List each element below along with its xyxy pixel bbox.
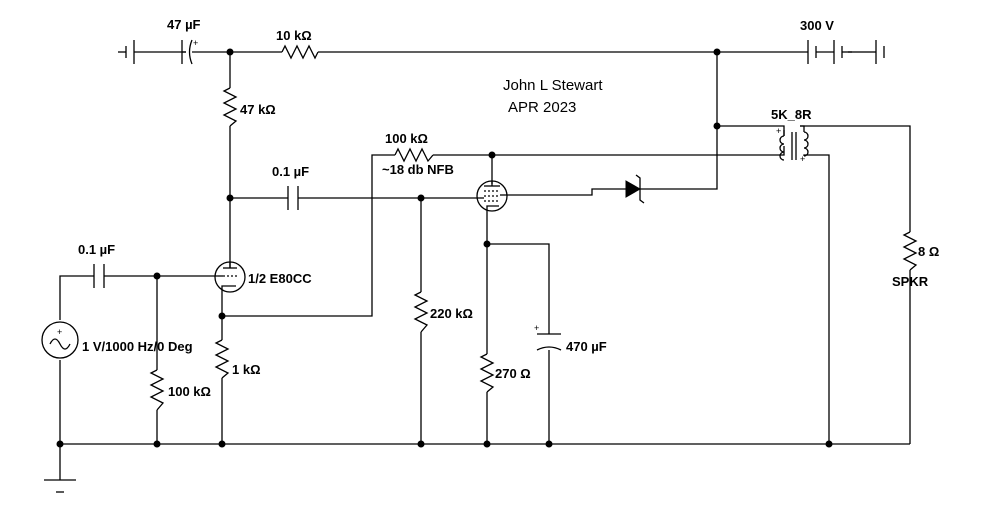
battery-300v (807, 40, 885, 64)
svg-text:+: + (534, 323, 539, 333)
junctions (56, 48, 833, 448)
label-resistor-1k: 1 kΩ (232, 362, 261, 377)
label-capacitor-supply: 47 µF (167, 17, 201, 32)
label-capacitor-coupling: 0.1 µF (272, 164, 309, 179)
junction (417, 194, 425, 202)
label-speaker: SPKR (892, 274, 929, 289)
label-tube-1: 1/2 E80CC (248, 271, 312, 286)
resistor-speaker (902, 231, 918, 271)
label-resistor-47k: 47 kΩ (240, 102, 276, 117)
battery-left (118, 40, 135, 64)
svg-text:+: + (800, 154, 805, 164)
label-transformer: 5K_8R (771, 107, 812, 122)
junction (488, 151, 496, 159)
resistor-270 (479, 353, 495, 393)
junction (218, 440, 226, 448)
junction (218, 312, 226, 320)
svg-text:+: + (57, 327, 62, 337)
label-resistor-270: 270 Ω (495, 366, 531, 381)
capacitor-bypass: + (534, 323, 562, 351)
junction (56, 440, 64, 448)
junction (713, 122, 721, 130)
ac-source: + (41, 321, 79, 359)
junction (226, 48, 234, 56)
capacitor-supply: + (181, 38, 198, 65)
zener-diode (625, 174, 645, 204)
junction (483, 440, 491, 448)
label-resistor-220k: 220 kΩ (430, 306, 473, 321)
junction (545, 440, 553, 448)
author-date: APR 2023 (508, 99, 576, 116)
junction (417, 440, 425, 448)
label-resistor-feedback: 100 kΩ (385, 131, 428, 146)
capacitor-input (93, 264, 105, 288)
label-supply-voltage: 300 V (800, 18, 834, 33)
resistor-feedback (394, 147, 434, 163)
label-capacitor-bypass: 470 µF (566, 339, 607, 354)
resistor-1k (214, 339, 230, 379)
label-resistor-speaker: 8 Ω (918, 244, 939, 259)
label-nfb: ~18 db NFB (382, 162, 454, 177)
svg-text:+: + (776, 126, 781, 136)
resistor-220k (413, 291, 429, 333)
tube-triode-1 (214, 261, 246, 293)
output-transformer: + + (776, 125, 809, 164)
author-name: John L Stewart (503, 77, 603, 94)
resistor-100k-grid (149, 369, 165, 411)
resistor-10k (281, 44, 319, 60)
junction (153, 440, 161, 448)
junction (825, 440, 833, 448)
wires (59, 51, 911, 480)
label-resistor-100k-grid: 100 kΩ (168, 384, 211, 399)
label-capacitor-input: 0.1 µF (78, 242, 115, 257)
capacitor-coupling (287, 186, 299, 210)
label-resistor-10k: 10 kΩ (276, 28, 312, 43)
junction (226, 194, 234, 202)
svg-text:+: + (193, 38, 198, 48)
junction (153, 272, 161, 280)
resistor-47k (222, 87, 238, 127)
tube-pentode-2 (476, 180, 508, 212)
ground-symbol (44, 479, 76, 493)
junction (713, 48, 721, 56)
label-source: 1 V/1000 Hz/0 Deg (82, 339, 193, 354)
junction (483, 240, 491, 248)
